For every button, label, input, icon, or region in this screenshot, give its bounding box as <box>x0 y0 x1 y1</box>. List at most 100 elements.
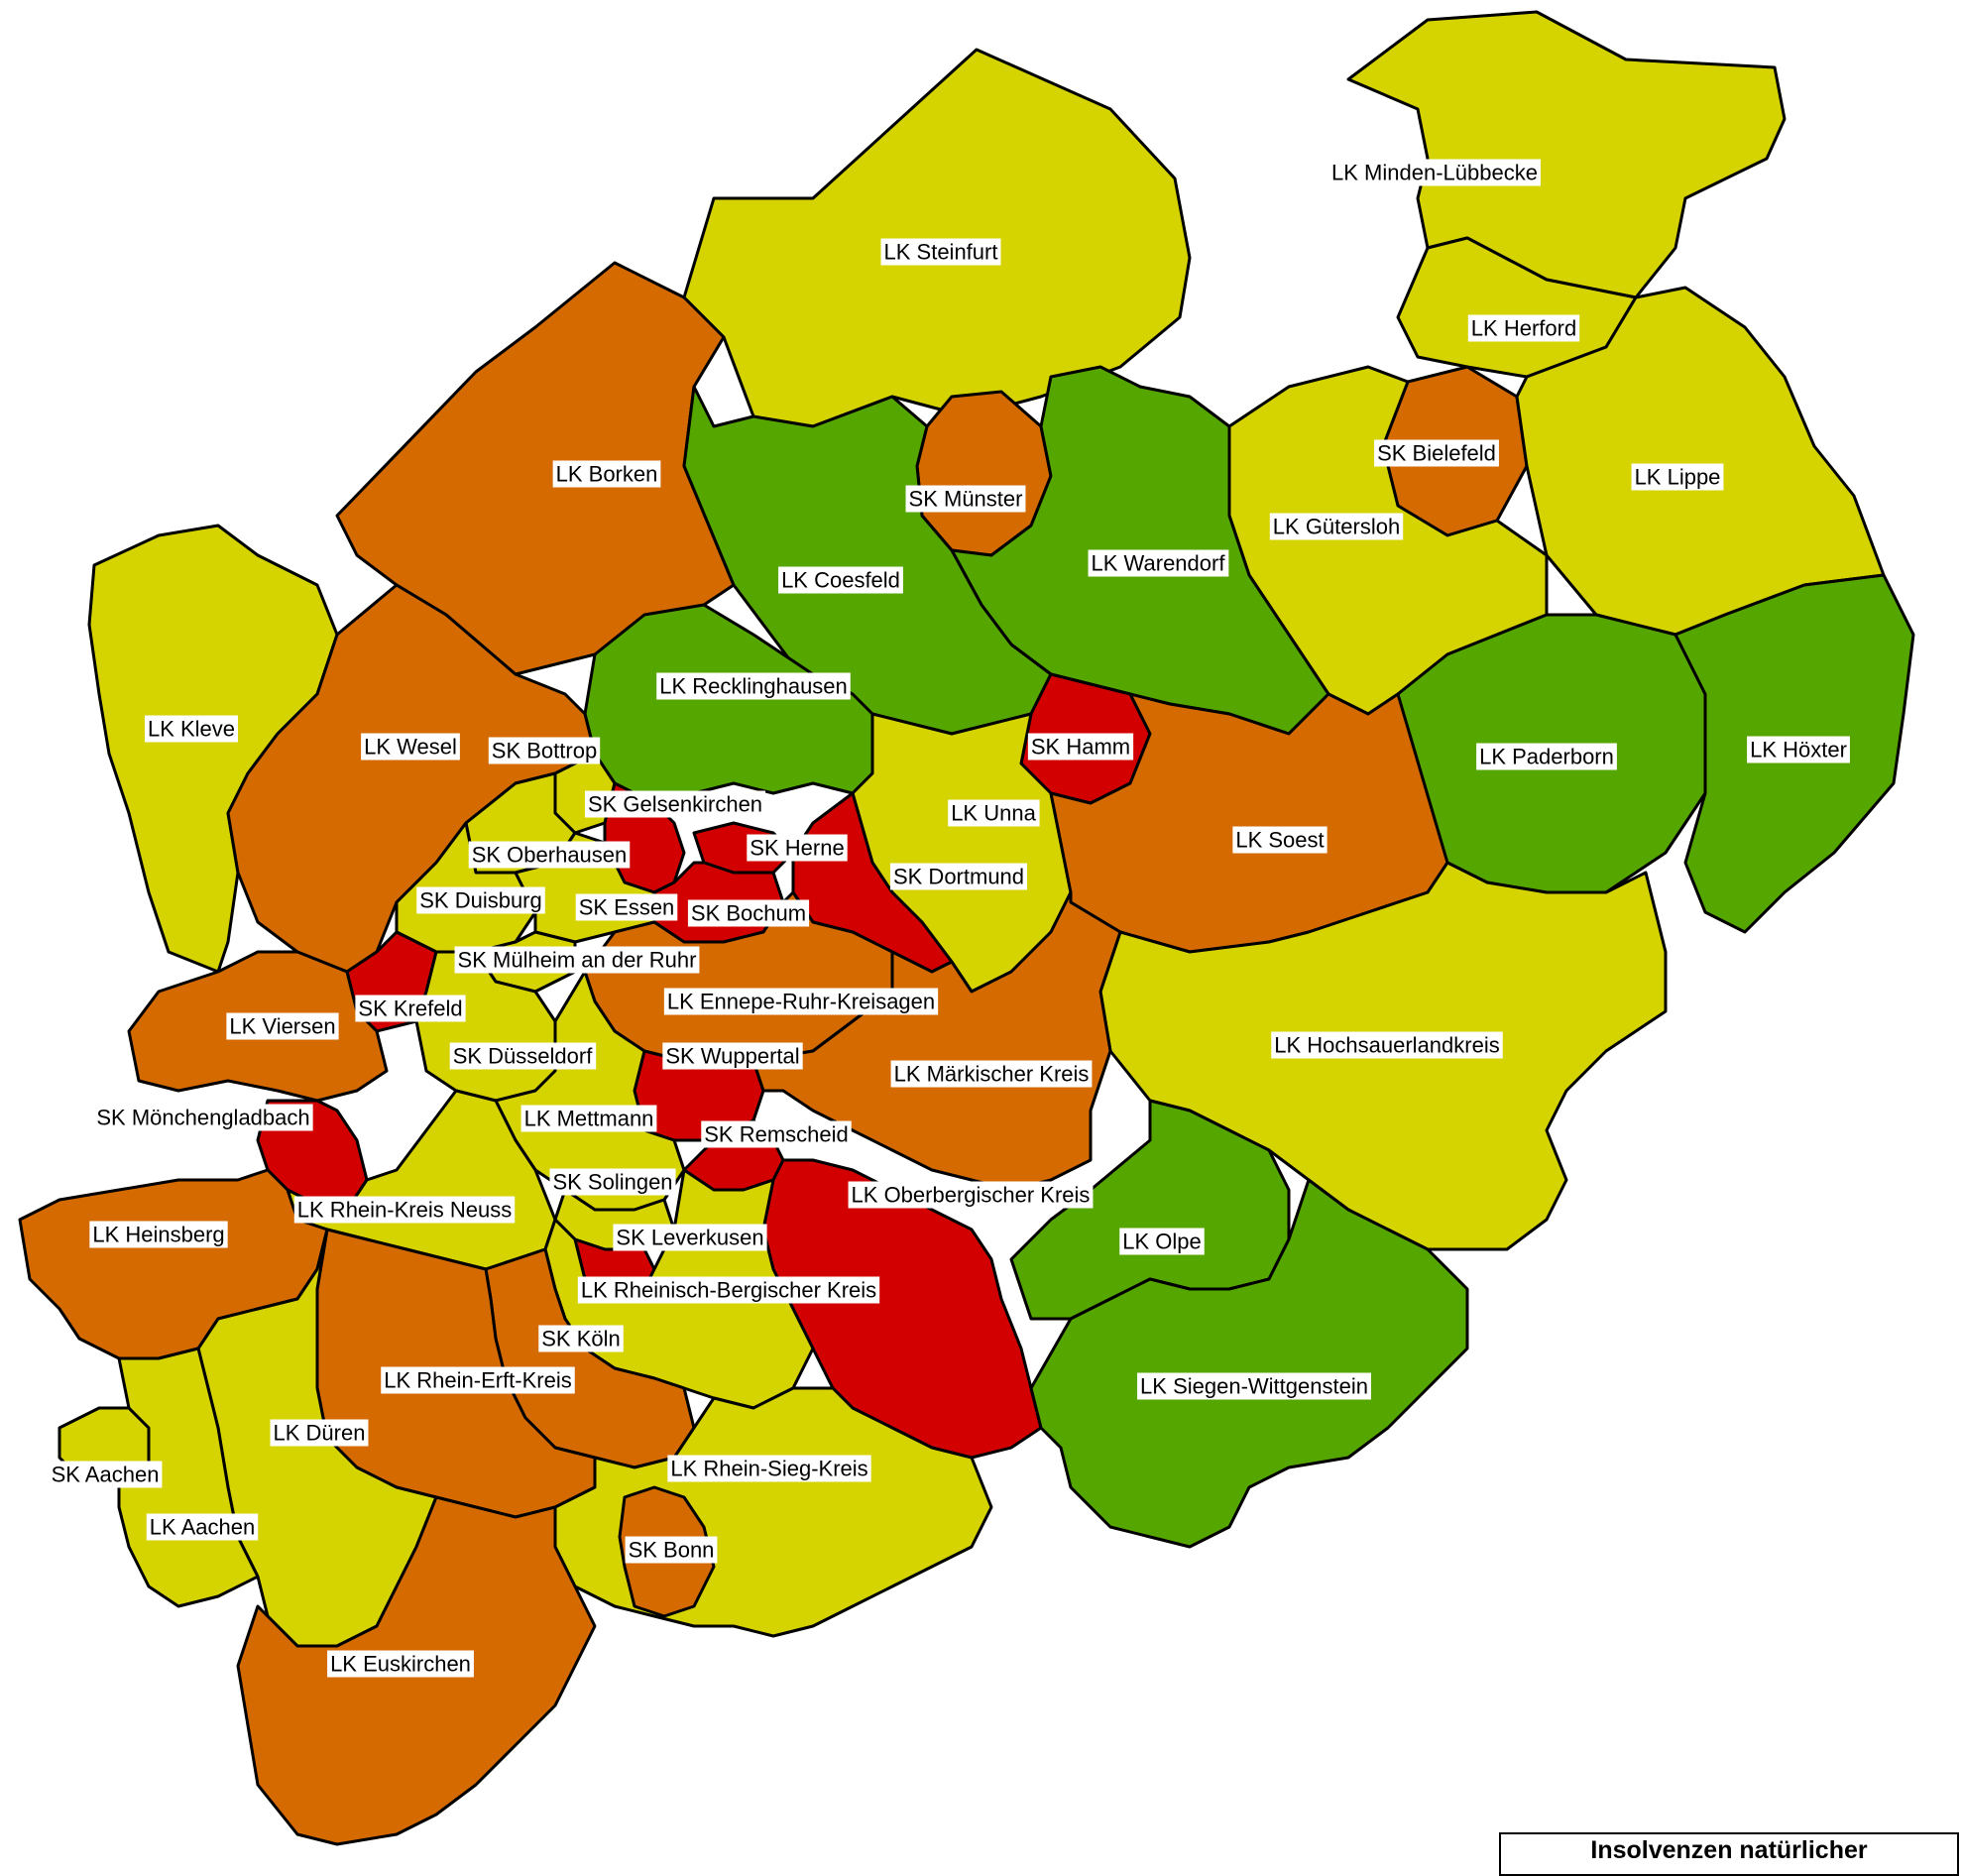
region-label-sk-essen: SK Essen <box>575 893 678 921</box>
region-label-text: LK Borken <box>556 462 658 487</box>
region-lk-maerkischer[interactable] <box>751 890 1122 1192</box>
region-label-text: LK Paderborn <box>1479 745 1614 769</box>
region-label-bg <box>355 995 466 1022</box>
region-label-text: LK Höxter <box>1750 738 1847 762</box>
region-label-text: LK Mettmann <box>524 1107 654 1131</box>
region-label-lk-minden-luebbecke: LK Minden-Lübbecke <box>1328 159 1541 186</box>
region-label-sk-moenchengladbach: SK Mönchengladbach <box>93 1104 313 1131</box>
region-label-text: LK Herford <box>1471 316 1576 341</box>
region-label-bg <box>848 1181 1094 1209</box>
region-label-bg <box>552 460 661 488</box>
region-lk-aachen[interactable] <box>117 1347 260 1608</box>
region-label-text: LK Steinfurt <box>884 240 998 265</box>
region-label-bg <box>449 1042 597 1070</box>
region-label-text: LK Coesfeld <box>781 568 900 593</box>
region-lk-steinfurt[interactable] <box>682 48 1192 428</box>
region-label-bg <box>1027 733 1134 761</box>
region-label-lk-aachen: LK Aachen <box>146 1513 259 1541</box>
region-label-text: SK Essen <box>579 895 675 920</box>
region-label-bg <box>613 1224 767 1251</box>
region-label-bg <box>468 841 631 869</box>
legend-box: Insolvenzen natürlicher <box>1499 1832 1959 1876</box>
region-label-text: LK Lippe <box>1635 465 1721 490</box>
region-label-lk-steinfurt: LK Steinfurt <box>880 238 1001 266</box>
region-label-text: SK Remscheid <box>704 1122 849 1147</box>
region-lk-siegen-wittgenstein[interactable] <box>1029 1178 1469 1549</box>
region-label-bg <box>146 1513 259 1541</box>
region-label-lk-recklinghausen: LK Recklinghausen <box>656 672 851 700</box>
region-label-sk-hamm: SK Hamm <box>1027 733 1134 761</box>
region-label-bg <box>381 1366 575 1394</box>
region-label-bg <box>701 1120 852 1148</box>
region-label-text: SK Duisburg <box>419 888 542 913</box>
region-label-bg <box>577 1276 880 1304</box>
region-label-sk-remscheid: SK Remscheid <box>701 1120 852 1148</box>
region-label-lk-heinsberg: LK Heinsberg <box>89 1221 228 1248</box>
region-label-lk-wesel: LK Wesel <box>361 733 460 761</box>
region-label-bg <box>687 899 810 927</box>
region-label-lk-guetersloh: LK Gütersloh <box>1269 513 1404 540</box>
region-label-text: LK Unna <box>951 801 1036 826</box>
region-label-text: SK Krefeld <box>358 997 462 1021</box>
regions-layer <box>18 10 1915 1846</box>
region-label-bg <box>226 1012 339 1040</box>
region-label-text: SK Bielefeld <box>1377 441 1496 466</box>
region-label-text: SK Münster <box>909 487 1023 512</box>
region-label-sk-duisburg: SK Duisburg <box>416 886 545 914</box>
region-label-sk-bottrop: SK Bottrop <box>488 737 601 764</box>
region-label-bg <box>93 1104 313 1131</box>
region-label-text: SK Bochum <box>691 901 806 926</box>
region-label-text: LK Hochsauerlandkreis <box>1274 1033 1499 1058</box>
region-label-bg <box>454 946 700 974</box>
region-label-text: LK Rheinisch-Bergischer Kreis <box>581 1278 876 1303</box>
region-label-bg <box>1137 1372 1371 1400</box>
region-label-bg <box>575 893 678 921</box>
region-label-lk-ennepe-ruhr: LK Ennepe-Ruhr-Kreisagen <box>663 988 939 1015</box>
region-label-bg <box>1476 743 1617 770</box>
region-label-bg <box>656 672 851 700</box>
region-label-bg <box>948 799 1040 827</box>
region-label-text: SK Hamm <box>1031 735 1130 760</box>
region-label-lk-soest: LK Soest <box>1232 826 1327 854</box>
labels-layer: LK Minden-Lübbecke LK Herford LK Steinfurt… <box>48 159 1850 1678</box>
region-label-text: LK Minden-Lübbecke <box>1331 161 1538 185</box>
region-label-sk-leverkusen: SK Leverkusen <box>613 1224 767 1251</box>
region-label-bg <box>1328 159 1541 186</box>
region-label-lk-coesfeld: LK Coesfeld <box>778 566 903 594</box>
region-lk-borken[interactable] <box>335 261 736 676</box>
region-label-lk-mettmann: LK Mettmann <box>520 1105 657 1132</box>
region-label-bg <box>538 1325 624 1352</box>
region-label-lk-maerkischer: LK Märkischer Kreis <box>890 1060 1093 1088</box>
region-label-text: LK Soest <box>1235 828 1324 853</box>
region-label-bg <box>1631 463 1724 491</box>
region-label-bg <box>144 715 239 743</box>
region-label-bg <box>416 886 545 914</box>
region-label-bg <box>889 863 1028 890</box>
region-label-bg <box>549 1168 676 1196</box>
region-lk-coesfeld[interactable] <box>682 385 1053 736</box>
region-label-lk-dueren: LK Düren <box>270 1419 369 1447</box>
region-label-bg <box>625 1536 718 1564</box>
region-label-sk-bonn: SK Bonn <box>625 1536 718 1564</box>
region-label-lk-borken: LK Borken <box>552 460 661 488</box>
region-label-sk-gelsenkirchen: SK Gelsenkirchen <box>584 790 766 818</box>
region-label-lk-hoexter: LK Höxter <box>1747 736 1850 763</box>
region-label-text: SK Bottrop <box>492 739 597 763</box>
region-label-bg <box>1467 314 1580 342</box>
region-label-sk-dortmund: SK Dortmund <box>889 863 1028 890</box>
region-label-sk-aachen: SK Aachen <box>48 1461 163 1488</box>
region-label-text: SK Köln <box>541 1327 621 1351</box>
region-label-text: SK Aachen <box>52 1463 160 1487</box>
region-label-bg <box>520 1105 657 1132</box>
region-lk-minden-luebbecke[interactable] <box>1346 10 1787 299</box>
region-label-sk-muenster: SK Münster <box>905 485 1026 513</box>
region-label-bg <box>905 485 1026 513</box>
region-label-text: LK Wesel <box>364 735 457 760</box>
region-label-bg <box>293 1196 516 1224</box>
region-label-sk-oberhausen: SK Oberhausen <box>468 841 631 869</box>
region-label-text: LK Rhein-Sieg-Kreis <box>670 1457 867 1481</box>
region-label-lk-euskirchen: LK Euskirchen <box>327 1650 474 1678</box>
region-label-bg <box>778 566 903 594</box>
region-label-bg <box>89 1221 228 1248</box>
region-label-sk-herne: SK Herne <box>747 834 848 862</box>
